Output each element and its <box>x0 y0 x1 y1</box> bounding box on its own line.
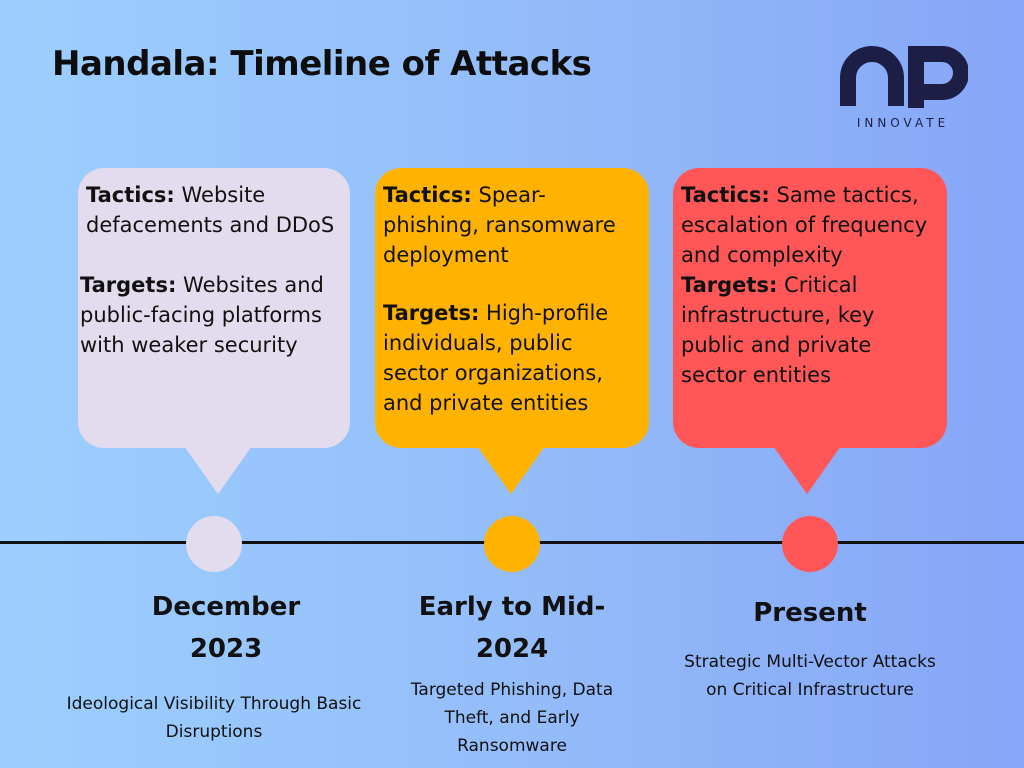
tactics-label: Tactics: <box>86 183 175 207</box>
targets-label: Targets: <box>383 301 480 325</box>
tactics-text: Same tactics, escalation of frequency an… <box>681 183 928 267</box>
stage-3-description: Strategic Multi-Vector Attacks on Critic… <box>684 652 936 700</box>
op-logo-mark-icon <box>840 46 968 108</box>
stage-2-description: Targeted Phishing, Data Theft, and Early… <box>410 680 614 756</box>
callout-pointer <box>184 446 252 494</box>
timeline-marker-1 <box>186 516 242 572</box>
targets-label: Targets: <box>681 273 778 297</box>
stage-3-tactics: Tactics: Same tactics, escalation of fre… <box>681 180 939 270</box>
logo-wordmark: INNOVATE <box>856 116 950 130</box>
callout-pointer <box>477 446 545 494</box>
stage-2-targets: Targets: High-profile individuals, publi… <box>383 298 641 418</box>
targets-text: Websites and public-facing platforms wit… <box>80 273 324 357</box>
stage-2-tactics: Tactics: Spear-phishing, ransomware depl… <box>383 180 641 270</box>
tactics-label: Tactics: <box>681 183 770 207</box>
targets-text: Critical infrastructure, key public and … <box>681 273 875 387</box>
targets-text: High-profile individuals, public sector … <box>383 301 609 415</box>
timeline-marker-2 <box>484 516 540 572</box>
stage-1-callout: Tactics: Website defacements and DDoS Ta… <box>78 168 350 494</box>
stage-2-date: Early to Mid-2024 <box>418 592 606 664</box>
stage-1-tactics: Tactics: Website defacements and DDoS <box>86 180 342 240</box>
tactics-text: Website defacements and DDoS <box>86 183 335 237</box>
stage-3-date: Present <box>753 598 867 628</box>
callout-pointer <box>773 446 841 494</box>
stage-1-description: Ideological Visibility Through Basic Dis… <box>66 694 362 742</box>
stage-3-callout: Tactics: Same tactics, escalation of fre… <box>673 168 947 494</box>
stage-3-targets: Targets: Critical infrastructure, key pu… <box>681 270 939 390</box>
stage-1-date: December 2023 <box>151 592 301 664</box>
targets-label: Targets: <box>80 273 177 297</box>
tactics-text: Spear-phishing, ransomware deployment <box>383 183 616 267</box>
stage-2-callout: Tactics: Spear-phishing, ransomware depl… <box>375 168 649 494</box>
op-innovate-logo: INNOVATE <box>838 46 968 136</box>
timeline-marker-3 <box>782 516 838 572</box>
stage-1-targets: Targets: Websites and public-facing plat… <box>80 270 342 360</box>
tactics-label: Tactics: <box>383 183 472 207</box>
page-title: Handala: Timeline of Attacks <box>52 44 592 84</box>
